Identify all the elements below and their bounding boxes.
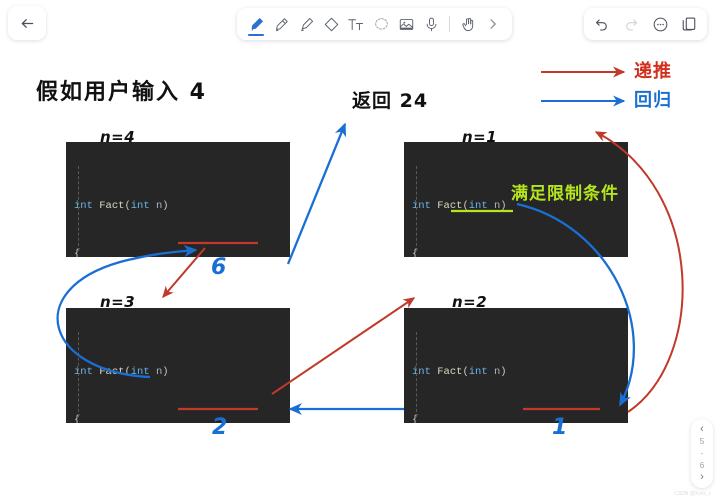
page-prev-button[interactable]: ‹ [700,423,704,435]
return-note: 返回 24 [352,90,429,112]
legend-label-forward: 递推 [634,61,672,82]
text-tool-icon [348,18,364,30]
indent-guide [78,166,79,251]
image-icon [399,18,413,30]
value-note-1: 1 [552,415,568,440]
indent-guide [78,332,79,417]
pencil-tool[interactable] [270,11,292,37]
code-block-n2[interactable]: int Fact(int n) { if (n == 1) return 1; … [404,308,628,423]
lasso-tool[interactable] [370,11,392,37]
code-block-label-n4: n=4 [100,128,136,146]
expand-toolbar-button[interactable] [482,11,504,37]
code-block-n4[interactable]: int Fact(int n) { if (n == 1) return 1; … [66,142,290,257]
back-button[interactable] [8,6,46,40]
value-note-6: 6 [211,255,227,280]
lasso-select-icon [374,17,388,30]
image-tool[interactable] [395,11,417,37]
code-line: int Fact(int n) [74,365,169,378]
indent-guide [416,166,417,251]
hand-icon [461,17,473,31]
eraser-icon [324,17,338,31]
undo-button[interactable] [591,11,613,37]
code-block-label-n1: n=1 [462,128,498,146]
legend-label-return: 回归 [634,90,672,111]
highlighter-icon [300,17,313,31]
condition-note: 满足限制条件 [511,184,619,204]
microphone-icon [426,17,436,31]
page-navigator[interactable]: ‹ 5 - 6 › [691,419,713,488]
toolbar-divider [449,16,450,32]
pen-tool[interactable] [245,11,267,37]
indent-guide [416,332,417,417]
arrow-n4-to-result [286,122,347,265]
pages-button[interactable] [678,11,700,37]
page-total: 6 [699,461,705,470]
more-options-button[interactable] [649,11,671,37]
drawing-tool-cluster [237,8,512,40]
hand-tool[interactable] [457,11,479,37]
toolbar [0,0,716,48]
code-line: { [74,248,81,257]
code-block-label-n3: n=3 [100,293,136,311]
text-tool[interactable] [345,11,367,37]
undo-icon [596,19,607,31]
audio-record-tool[interactable] [420,11,442,37]
redo-button[interactable] [620,11,642,37]
code-block-label-n2: n=2 [452,293,488,311]
back-arrow-icon [21,18,33,28]
code-line: int Fact(int n) [412,199,507,212]
eraser-tool[interactable] [320,11,342,37]
chevron-right-icon [490,19,496,29]
arrow-n3-to-n2 [271,297,416,395]
code-line: { [412,248,419,257]
more-circle-icon [653,17,667,31]
code-line: { [74,414,81,423]
redo-icon [626,19,637,31]
history-action-cluster [584,8,707,40]
code-line: int Fact(int n) [412,365,507,378]
code-block-n3[interactable]: int Fact(int n) { if (n == 1) return 1; … [66,308,290,423]
value-note-2: 2 [212,415,228,440]
page-current: 5 [699,437,705,446]
pages-copy-icon [682,17,696,31]
code-line: { [412,414,419,423]
pen-icon [251,17,263,31]
watermark: CSDN @Xxxx_x [674,491,711,497]
pencil-icon [275,17,288,31]
code-line: int Fact(int n) [74,199,169,212]
page-next-button[interactable]: › [700,471,704,483]
page-separator: - [700,449,704,458]
page-title-handwritten: 假如用户输入 4 [36,80,207,105]
highlighter-tool[interactable] [295,11,317,37]
